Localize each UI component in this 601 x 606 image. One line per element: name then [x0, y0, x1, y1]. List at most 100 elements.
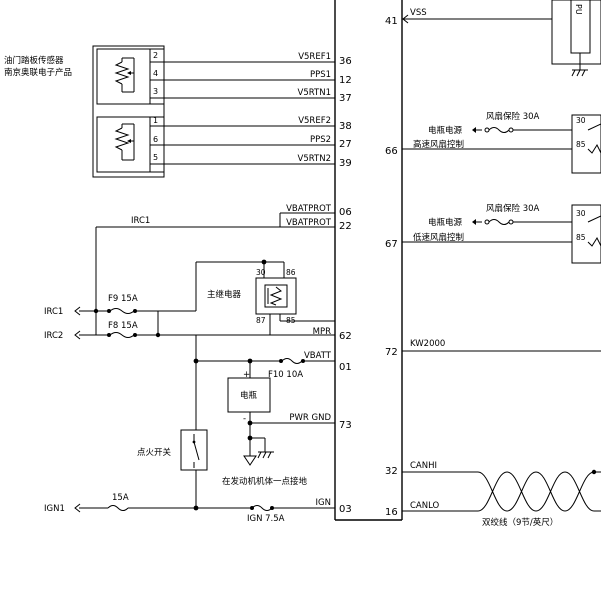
twisted-pair-icon	[477, 471, 601, 512]
signal-v5ref2: V5REF2	[298, 116, 331, 126]
signal-kw2000: KW2000	[410, 339, 445, 349]
signal-ign: IGN	[316, 498, 331, 508]
fan-high-control: 高速风扇控制	[413, 139, 464, 150]
vbatprot-circuit: VBATPROT VBATPROT IRC1 IRC1 F9 15A IRC2 …	[44, 204, 335, 341]
vss-circuit: VSS PU	[402, 0, 601, 77]
pin-06: 06	[339, 207, 352, 218]
sensor-potentiometer-1-box	[96, 48, 151, 105]
sensor-pin-3: 3	[153, 87, 158, 96]
pin-72: 72	[385, 347, 398, 358]
signal-pps1: PPS1	[310, 70, 331, 80]
fan-high-circuit: 风扇保险 30A 电瓶电源 高速风扇控制 30 85	[402, 111, 601, 174]
signal-v5ref1: V5REF1	[298, 52, 331, 62]
relay-label: 主继电器	[207, 289, 242, 300]
sensor-pin-4: 4	[153, 69, 158, 78]
signal-pps2: PPS2	[310, 135, 331, 145]
pin-12: 12	[339, 75, 352, 86]
twisted-pair-label: 双绞线（9节/英尺）	[482, 517, 558, 528]
battery-plus: +	[243, 370, 250, 380]
kw2000-circuit: KW2000	[402, 339, 601, 352]
signal-irc1: IRC1	[44, 307, 63, 317]
ignition-switch-label: 点火开关	[137, 447, 172, 458]
pin-36: 36	[339, 56, 352, 67]
sensor-pin-6: 6	[153, 135, 158, 144]
pu-label: PU	[574, 4, 583, 15]
pin-27: 27	[339, 139, 352, 150]
fuse-ign1-label: 15A	[112, 493, 129, 503]
pin-62: 62	[339, 331, 352, 342]
signal-pwr-gnd: PWR GND	[289, 413, 331, 423]
pin-67: 67	[385, 239, 398, 250]
fan-high-pin-85: 85	[576, 140, 586, 149]
ground-note: 在发动机机体一点接地	[222, 476, 308, 487]
pin-01: 01	[339, 362, 352, 373]
sensor-maker: 南京奥联电子产品	[4, 67, 72, 78]
fuse-ign-label: IGN 7.5A	[247, 514, 285, 524]
fan-high-power: 电瓶电源	[428, 125, 463, 136]
battery-minus: -	[243, 414, 246, 424]
sensor-outer-box	[92, 45, 165, 178]
pu-box	[551, 0, 601, 65]
sensor-pin-1: 1	[153, 116, 158, 125]
fan-low-power: 电瓶电源	[428, 217, 463, 228]
fan-low-fuse: 风扇保险 30A	[486, 203, 540, 214]
pin-73: 73	[339, 420, 352, 431]
potentiometer-2-icon	[114, 123, 135, 161]
pin-32: 32	[385, 466, 398, 477]
fan-low-relay-box	[571, 204, 601, 264]
fan-low-circuit: 风扇保险 30A 电瓶电源 低速风扇控制 30 85	[402, 203, 601, 264]
ignition-circuit: 点火开关 IGN1 15A IGN 7.5A IGN	[44, 335, 335, 524]
battery-label: 电瓶	[240, 390, 258, 401]
pin-39: 39	[339, 158, 352, 169]
fan-low-control: 低速风扇控制	[413, 232, 464, 243]
signal-v5rtn2: V5RTN2	[298, 154, 331, 164]
main-relay: 主继电器 30 86 87 85 MPR	[195, 259, 335, 337]
sensor-name: 油门踏板传感器	[4, 55, 64, 66]
fuse-f9-label: F9 15A	[108, 294, 138, 304]
signal-vss: VSS	[410, 8, 427, 18]
ecu-module	[334, 0, 403, 521]
ignition-switch-icon	[180, 429, 208, 471]
signal-vbatprot-22: VBATPROT	[286, 218, 332, 228]
fuse-f8-label: F8 15A	[108, 321, 138, 331]
sensor-pin-2: 2	[153, 51, 158, 60]
fan-high-fuse: 风扇保险 30A	[486, 111, 540, 122]
relay-coil-icon	[264, 284, 288, 308]
signal-vbatt: VBATT	[304, 351, 332, 361]
potentiometer-1-icon	[114, 57, 135, 93]
fan-high-pin-30: 30	[576, 116, 586, 125]
pin-16: 16	[385, 507, 398, 518]
signal-canlo: CANLO	[410, 501, 440, 511]
fan-low-pin-85: 85	[576, 233, 586, 242]
pin-03: 03	[339, 504, 352, 515]
ecu-right-pin-numbers: 41 66 67 72 32 16	[385, 16, 398, 518]
signal-irc1-top: IRC1	[131, 216, 150, 226]
signal-irc2: IRC2	[44, 331, 63, 341]
ground-icon	[250, 437, 274, 459]
sensor-pin-5: 5	[153, 153, 158, 162]
pin-37: 37	[339, 93, 352, 104]
relay-pin-30: 30	[256, 268, 266, 277]
signal-canhi: CANHI	[410, 461, 437, 471]
pedal-sensor: 油门踏板传感器 南京奥联电子产品	[4, 45, 335, 178]
ecu-left-pin-numbers: 36 12 37 38 27 39 06 22 62 01 73 03	[339, 56, 352, 515]
pin-38: 38	[339, 121, 352, 132]
pin-66: 66	[385, 146, 398, 157]
signal-ign1: IGN1	[44, 504, 65, 514]
signal-v5rtn1: V5RTN1	[298, 88, 331, 98]
signal-vbatprot-06: VBATPROT	[286, 204, 332, 214]
fan-high-relay-box	[571, 114, 601, 174]
relay-pin-86: 86	[286, 268, 296, 277]
fan-low-pin-30: 30	[576, 209, 586, 218]
can-bus: CANHI CANLO 双绞线（9节/英尺）	[402, 461, 601, 528]
battery-icon	[227, 377, 271, 413]
ground-arrow-icon	[243, 455, 257, 466]
pin-41: 41	[385, 16, 398, 27]
fuse-f10-label: F10 10A	[268, 370, 303, 380]
relay-pin-85: 85	[286, 316, 296, 325]
battery-circuit: VBATT F10 10A 电瓶 + - PWR GND 在发动机机体一点接地	[193, 351, 335, 487]
relay-pin-87: 87	[256, 316, 266, 325]
signal-mpr: MPR	[313, 327, 331, 337]
pin-22: 22	[339, 221, 352, 232]
